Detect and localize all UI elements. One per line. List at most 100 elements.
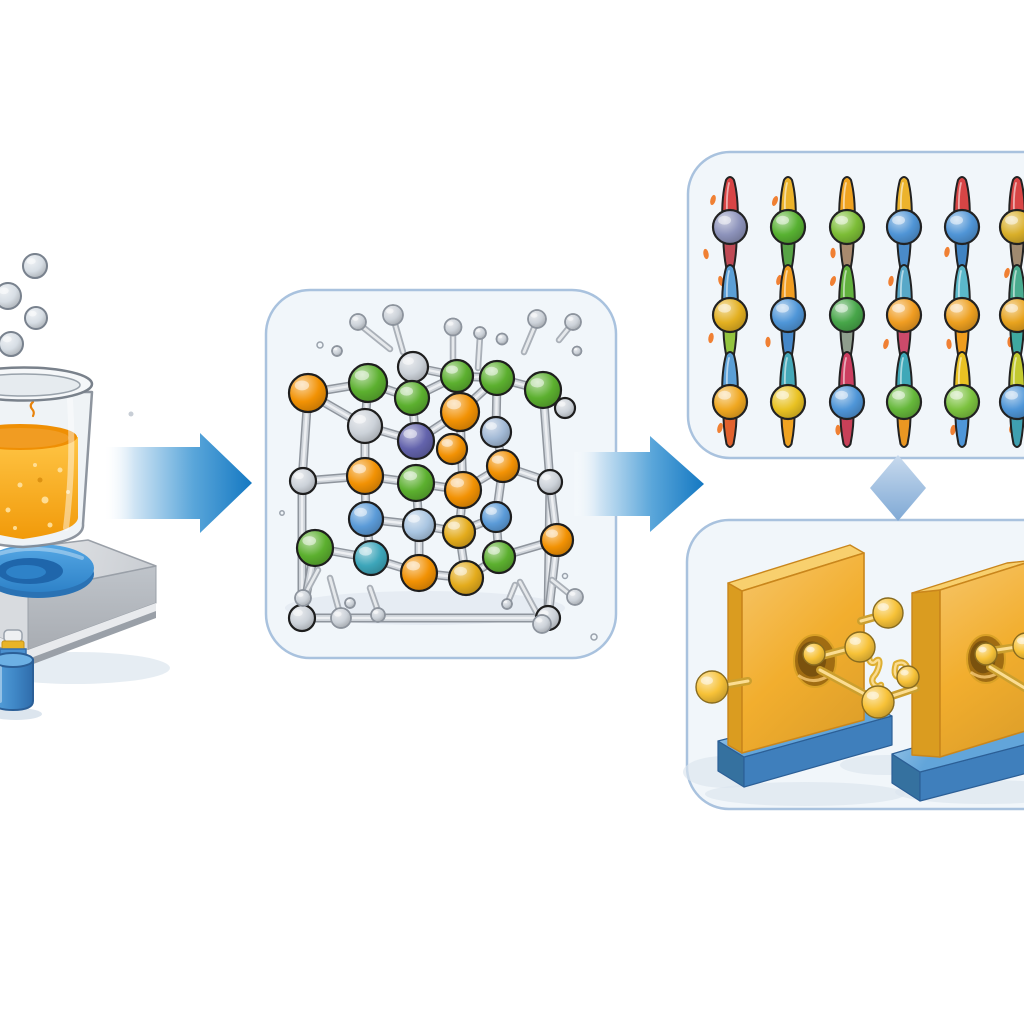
lattice-atom-lightblue <box>401 507 437 543</box>
splash-droplet <box>566 588 584 606</box>
hot-plate-bevel <box>28 603 156 659</box>
panel-spin-array <box>686 150 1024 460</box>
particle-ball <box>802 642 826 666</box>
spin-accent-mark <box>944 246 950 258</box>
lattice-atom-silver <box>287 603 317 633</box>
liquid-speckle <box>13 526 17 530</box>
tiny-droplet <box>590 633 598 641</box>
lattice-atom-silver <box>396 350 430 384</box>
liquid-speckle <box>66 490 70 494</box>
particle-ball <box>1012 632 1024 660</box>
liquid-speckle <box>33 463 37 467</box>
spin-sphere <box>885 296 923 334</box>
disc-highlight <box>0 546 84 560</box>
flow-arrow-down <box>870 455 926 521</box>
spin-item <box>769 176 807 273</box>
lattice-atom-orange <box>345 456 385 496</box>
liquid-speckle <box>41 496 49 504</box>
spin-sphere <box>943 296 981 334</box>
particle-ball <box>861 685 895 719</box>
lattice-atom-silver <box>553 396 577 420</box>
lattice-splash-balls <box>294 304 584 634</box>
splash-stick <box>474 332 484 372</box>
spin-item <box>769 351 807 448</box>
particle-ball <box>844 631 876 663</box>
splash-droplet <box>344 597 356 609</box>
liquid-speckle <box>17 482 23 488</box>
device-shadow <box>705 782 905 806</box>
splash-droplet <box>370 607 386 623</box>
spin-sphere <box>885 383 923 421</box>
spin-sphere <box>943 383 981 421</box>
glass-squiggle-mark <box>29 400 35 418</box>
particle-ball <box>872 597 904 629</box>
splash-droplet <box>443 317 463 337</box>
spin-accent-mark <box>765 336 771 348</box>
splash-droplet <box>331 345 343 357</box>
beaker <box>0 366 94 549</box>
lattice-atom-purple <box>396 421 436 461</box>
particle-ball <box>974 642 998 666</box>
lattice-atom-green <box>439 358 475 394</box>
lattice-atom-green <box>396 463 436 503</box>
vapor-bubble <box>22 253 48 279</box>
spin-item <box>828 351 866 448</box>
spin-sphere <box>711 383 749 421</box>
spin-accent-mark <box>835 424 841 436</box>
spin-item <box>711 351 749 448</box>
bottle-cap <box>3 629 23 643</box>
spin-item <box>885 351 923 448</box>
spin-sphere <box>769 208 807 246</box>
liquid-speckle <box>47 522 53 528</box>
lattice-atom-green <box>481 539 517 575</box>
spin-item <box>943 351 981 448</box>
spin-item <box>769 264 807 361</box>
lattice-atom-orange <box>435 432 469 466</box>
particle-squiggle <box>865 648 885 690</box>
spin-item <box>885 264 923 361</box>
spin-item <box>711 176 749 273</box>
plate-side <box>727 582 743 754</box>
lattice-nodes <box>287 350 577 633</box>
tiny-droplet <box>316 341 324 349</box>
splash-droplet <box>564 313 582 331</box>
splash-droplet <box>495 332 509 346</box>
bottle-body <box>0 659 34 712</box>
splash-droplet <box>527 309 547 329</box>
spin-sphere <box>711 296 749 334</box>
reagent-bottle <box>0 629 42 720</box>
particle-stick <box>816 666 876 702</box>
lattice-atom-green <box>478 359 516 397</box>
spin-sphere <box>769 296 807 334</box>
splash-droplet <box>294 589 312 607</box>
lattice-atom-gold <box>447 559 485 597</box>
splash-droplet <box>382 304 404 326</box>
stray-dot <box>128 411 134 417</box>
beaker-rim-inner <box>0 373 81 397</box>
splash-stick <box>366 584 382 615</box>
particle-ball <box>695 670 729 704</box>
lattice-atom-silver <box>288 466 318 496</box>
heating-disc <box>0 544 94 598</box>
lattice-atom-blue <box>479 500 513 534</box>
splash-droplet <box>532 614 552 634</box>
lattice-atom-teal <box>352 539 390 577</box>
spin-item <box>828 264 866 361</box>
spin-accent-mark <box>710 194 716 206</box>
liquid-speckle <box>5 507 11 513</box>
bottle-shadow <box>0 708 42 720</box>
spin-sphere <box>943 208 981 246</box>
liquid-speckle <box>37 477 43 483</box>
splash-droplet <box>571 345 583 357</box>
spin-accent-mark <box>946 338 952 350</box>
lattice-atom-orange <box>539 522 575 558</box>
liquid-speckle <box>57 467 63 473</box>
lattice-atom-orange <box>485 448 521 484</box>
tiny-droplet <box>279 510 285 516</box>
spin-sphere <box>998 296 1024 334</box>
splash-droplet <box>473 326 487 340</box>
spin-sphere <box>998 208 1024 246</box>
disc-ring-inner <box>6 565 46 579</box>
splash-droplet <box>330 607 352 629</box>
flow-arrow-right <box>574 436 704 532</box>
